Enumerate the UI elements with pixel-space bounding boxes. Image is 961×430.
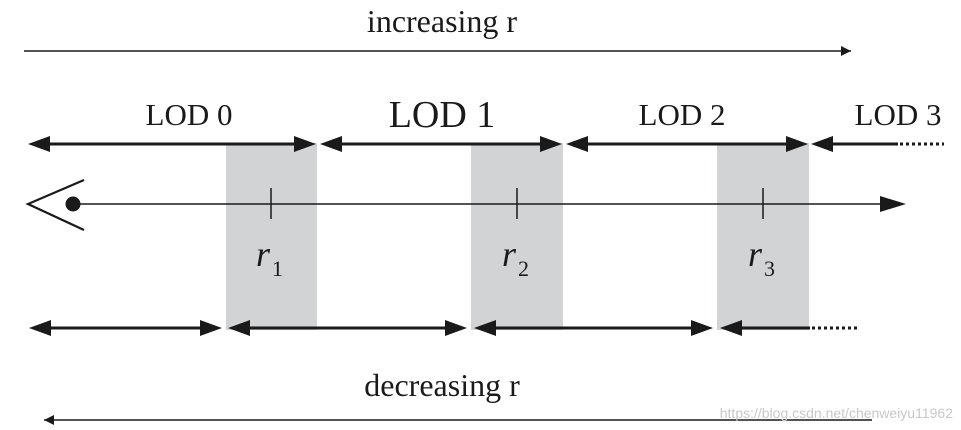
arrowhead [566, 136, 588, 152]
eye-icon [25, 178, 85, 231]
lod-3-label: LOD 3 [855, 97, 942, 132]
threshold-label-3: r3 [748, 234, 775, 281]
lod-0-label: LOD 0 [146, 97, 233, 132]
transition-band-3 [717, 143, 809, 330]
watermark: https://blog.csdn.net/chenweiyu11962 [720, 405, 953, 421]
arrowhead [720, 320, 742, 336]
arrowhead [320, 136, 342, 152]
arrowhead [29, 320, 51, 336]
increasing-r-label: increasing r [367, 3, 518, 39]
arrowhead [474, 320, 496, 336]
arrowhead [691, 320, 713, 336]
threshold-label-1: r1 [256, 234, 283, 281]
arrowhead [811, 136, 833, 152]
arrowhead [200, 320, 222, 336]
lower-lod-ranges [29, 320, 860, 336]
threshold-label-2: r2 [502, 234, 529, 281]
arrowhead [294, 136, 316, 152]
upper-lod-ranges [28, 136, 944, 152]
arrowhead [786, 136, 808, 152]
distance-axis-arrowhead [880, 196, 906, 212]
arrowhead [228, 320, 250, 336]
transition-band-2 [471, 143, 563, 330]
arrowhead [540, 136, 562, 152]
arrowhead [28, 136, 50, 152]
lod-2-label: LOD 2 [639, 97, 726, 132]
transition-band-1 [226, 143, 317, 330]
arrowhead [445, 320, 467, 336]
decreasing-r-label: decreasing r [364, 367, 520, 403]
lod-1-label: LOD 1 [389, 94, 496, 136]
